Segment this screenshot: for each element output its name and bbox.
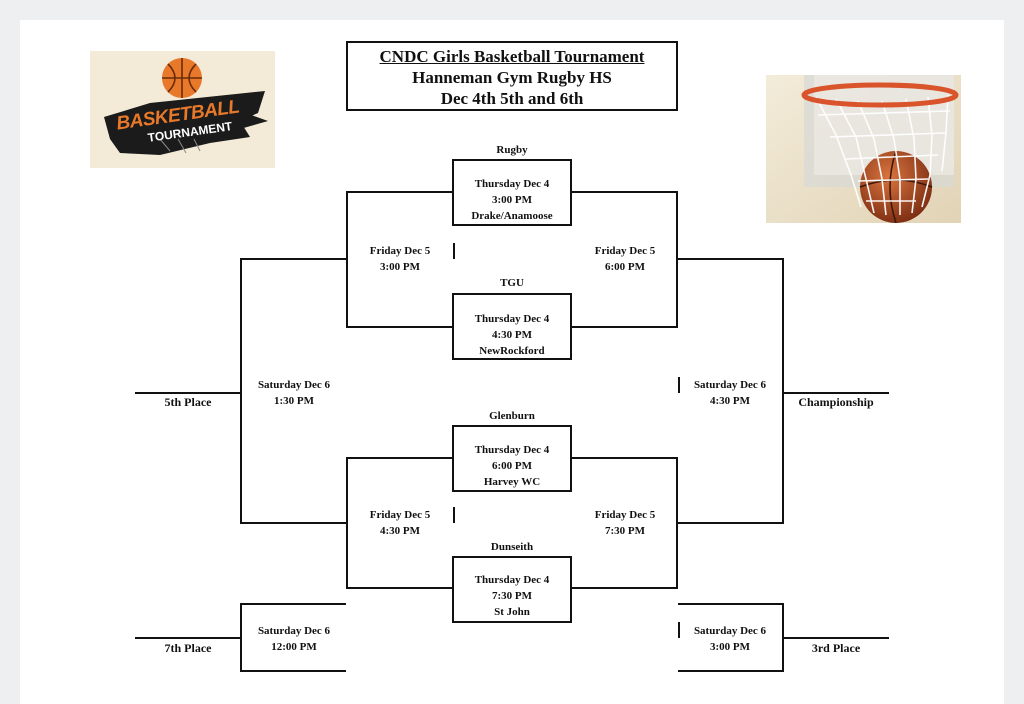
dates-line: Dec 4th 5th and 6th (440, 89, 584, 108)
game-opponent: St John (494, 606, 530, 618)
bracket-line (784, 637, 889, 639)
game-time: 12:00 PM (271, 641, 317, 653)
saturday-fifth: Saturday Dec 6 1:30 PM (244, 377, 344, 409)
game-opponent: Harvey WC (483, 476, 541, 488)
game-2-info: Thursday Dec 4 4:30 PM NewRockford (452, 311, 572, 359)
game-1-info: Thursday Dec 4 3:00 PM Drake/Anamoose (452, 176, 572, 224)
bracket-line (678, 258, 784, 260)
bracket-line (678, 670, 784, 672)
game-box-4 (452, 556, 572, 623)
game-time: 3:00 PM (379, 261, 420, 273)
game-day: Saturday Dec 6 (693, 625, 767, 637)
game-day: Saturday Dec 6 (257, 625, 331, 637)
bracket-line (346, 457, 348, 589)
bracket-line (240, 258, 346, 260)
game-time: 3:00 PM (709, 641, 750, 653)
game-box-2 (452, 293, 572, 360)
game-opponent: NewRockford (479, 345, 545, 357)
bracket-line (453, 243, 455, 259)
title-box: CNDC Girls Basketball Tournament Hannema… (346, 41, 678, 111)
bracket-line (678, 377, 680, 393)
logo-graphic (104, 58, 268, 155)
game-time: 6:00 PM (604, 261, 645, 273)
game-day: Friday Dec 5 (369, 509, 431, 521)
game-opponent: Drake/Anamoose (471, 210, 553, 222)
saturday-seventh: Saturday Dec 6 12:00 PM (244, 623, 344, 655)
bracket-line (678, 522, 784, 524)
friday-top-right: Friday Dec 5 6:00 PM (575, 243, 675, 275)
game-day: Friday Dec 5 (594, 245, 656, 257)
game-time: 4:30 PM (379, 525, 420, 537)
bracket-line (346, 326, 452, 328)
game-time: 3:00 PM (491, 194, 532, 206)
bracket-line (572, 587, 678, 589)
game-time: 1:30 PM (273, 395, 314, 407)
game-time: 6:00 PM (491, 460, 532, 472)
seventh-place-label: 7th Place (164, 641, 212, 655)
bracket-line (782, 603, 784, 672)
game-day: Thursday Dec 4 (474, 313, 550, 325)
friday-top-left: Friday Dec 5 3:00 PM (350, 243, 450, 275)
host-label-2: TGU (500, 277, 524, 289)
bracket-line (676, 457, 678, 589)
bracket-line (240, 603, 242, 672)
bracket-line (240, 258, 242, 524)
championship-label: Championship (798, 395, 874, 409)
game-day: Thursday Dec 4 (474, 574, 550, 586)
bracket-line (678, 622, 680, 638)
saturday-third: Saturday Dec 6 3:00 PM (680, 623, 780, 655)
game-3-info: Thursday Dec 4 6:00 PM Harvey WC (452, 442, 572, 490)
game-time: 4:30 PM (491, 329, 532, 341)
bracket-line (784, 392, 889, 394)
bracket-line (240, 603, 346, 605)
bracket-line (346, 191, 348, 328)
game-time: 4:30 PM (709, 395, 750, 407)
game-day: Thursday Dec 4 (474, 178, 550, 190)
game-day: Friday Dec 5 (594, 509, 656, 521)
bracket-line (782, 258, 784, 524)
friday-bottom-right: Friday Dec 5 7:30 PM (575, 507, 675, 539)
host-label-3: Glenburn (489, 410, 535, 422)
bracket-line (572, 326, 678, 328)
tournament-title: CNDC Girls Basketball Tournament (379, 47, 645, 66)
game-time: 7:30 PM (491, 590, 532, 602)
venue-line: Hanneman Gym Rugby HS (412, 68, 612, 87)
bracket-line (572, 457, 678, 459)
fifth-place-label: 5th Place (164, 395, 212, 409)
friday-bottom-left: Friday Dec 5 4:30 PM (350, 507, 450, 539)
game-box-1 (452, 159, 572, 226)
game-day: Saturday Dec 6 (693, 379, 767, 391)
hoop-image (766, 75, 961, 223)
game-day: Saturday Dec 6 (257, 379, 331, 391)
hoop-photo (766, 75, 961, 223)
bracket-line (135, 392, 240, 394)
bracket-line (676, 191, 678, 328)
game-day: Friday Dec 5 (369, 245, 431, 257)
bracket-line (346, 457, 452, 459)
game-day: Thursday Dec 4 (474, 444, 550, 456)
bracket-line (240, 670, 346, 672)
bracket-line (240, 522, 346, 524)
bracket-line (453, 507, 455, 523)
bracket-line (135, 637, 240, 639)
tournament-logo: BASKETBALL TOURNAMENT (90, 51, 275, 168)
game-box-3 (452, 425, 572, 492)
bracket-line (678, 603, 784, 605)
saturday-championship: Saturday Dec 6 4:30 PM (680, 377, 780, 409)
host-label-4: Dunseith (490, 541, 534, 553)
host-label-1: Rugby (496, 144, 528, 156)
bracket-line (346, 587, 452, 589)
game-4-info: Thursday Dec 4 7:30 PM St John (452, 572, 572, 620)
bracket-line (346, 191, 452, 193)
game-time: 7:30 PM (604, 525, 645, 537)
third-place-label: 3rd Place (811, 641, 861, 655)
bracket-line (572, 191, 678, 193)
